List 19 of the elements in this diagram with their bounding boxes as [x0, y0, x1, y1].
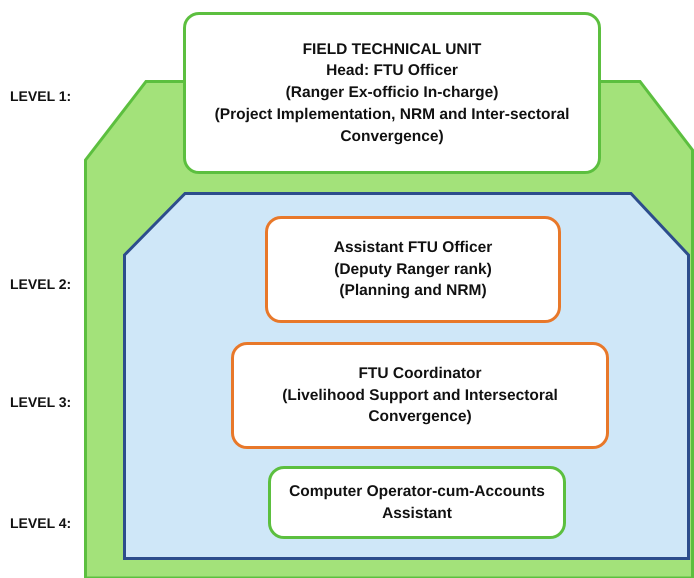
role-box [265, 216, 561, 323]
role-text: Head: FTU Officer [326, 61, 458, 82]
level-label: LEVEL 2: [10, 276, 72, 292]
role-box [231, 342, 609, 449]
role-text: FTU Coordinator [358, 364, 482, 384]
role-box [183, 12, 601, 174]
level-label: LEVEL 1: [10, 88, 72, 104]
role-text: (Ranger Ex-officio In-charge) [286, 83, 498, 104]
level-label: LEVEL 3: [10, 394, 72, 410]
role-text: Computer Operator-cum-Accounts Assistant [288, 482, 546, 524]
octagon-panel [123, 192, 690, 560]
role-text: (Deputy Ranger rank) [334, 260, 492, 280]
role-box [268, 466, 566, 539]
role-text: (Livelihood Support and Intersectoral Convergence) [281, 386, 559, 428]
level-label: LEVEL 4: [10, 515, 72, 531]
role-text: (Project Implementation, NRM and Inter-sectoral Convergence) [214, 104, 570, 147]
role-text: Assistant FTU Officer [334, 238, 492, 258]
role-text: (Planning and NRM) [339, 281, 487, 302]
role-text: FIELD TECHNICAL UNIT [302, 40, 482, 60]
